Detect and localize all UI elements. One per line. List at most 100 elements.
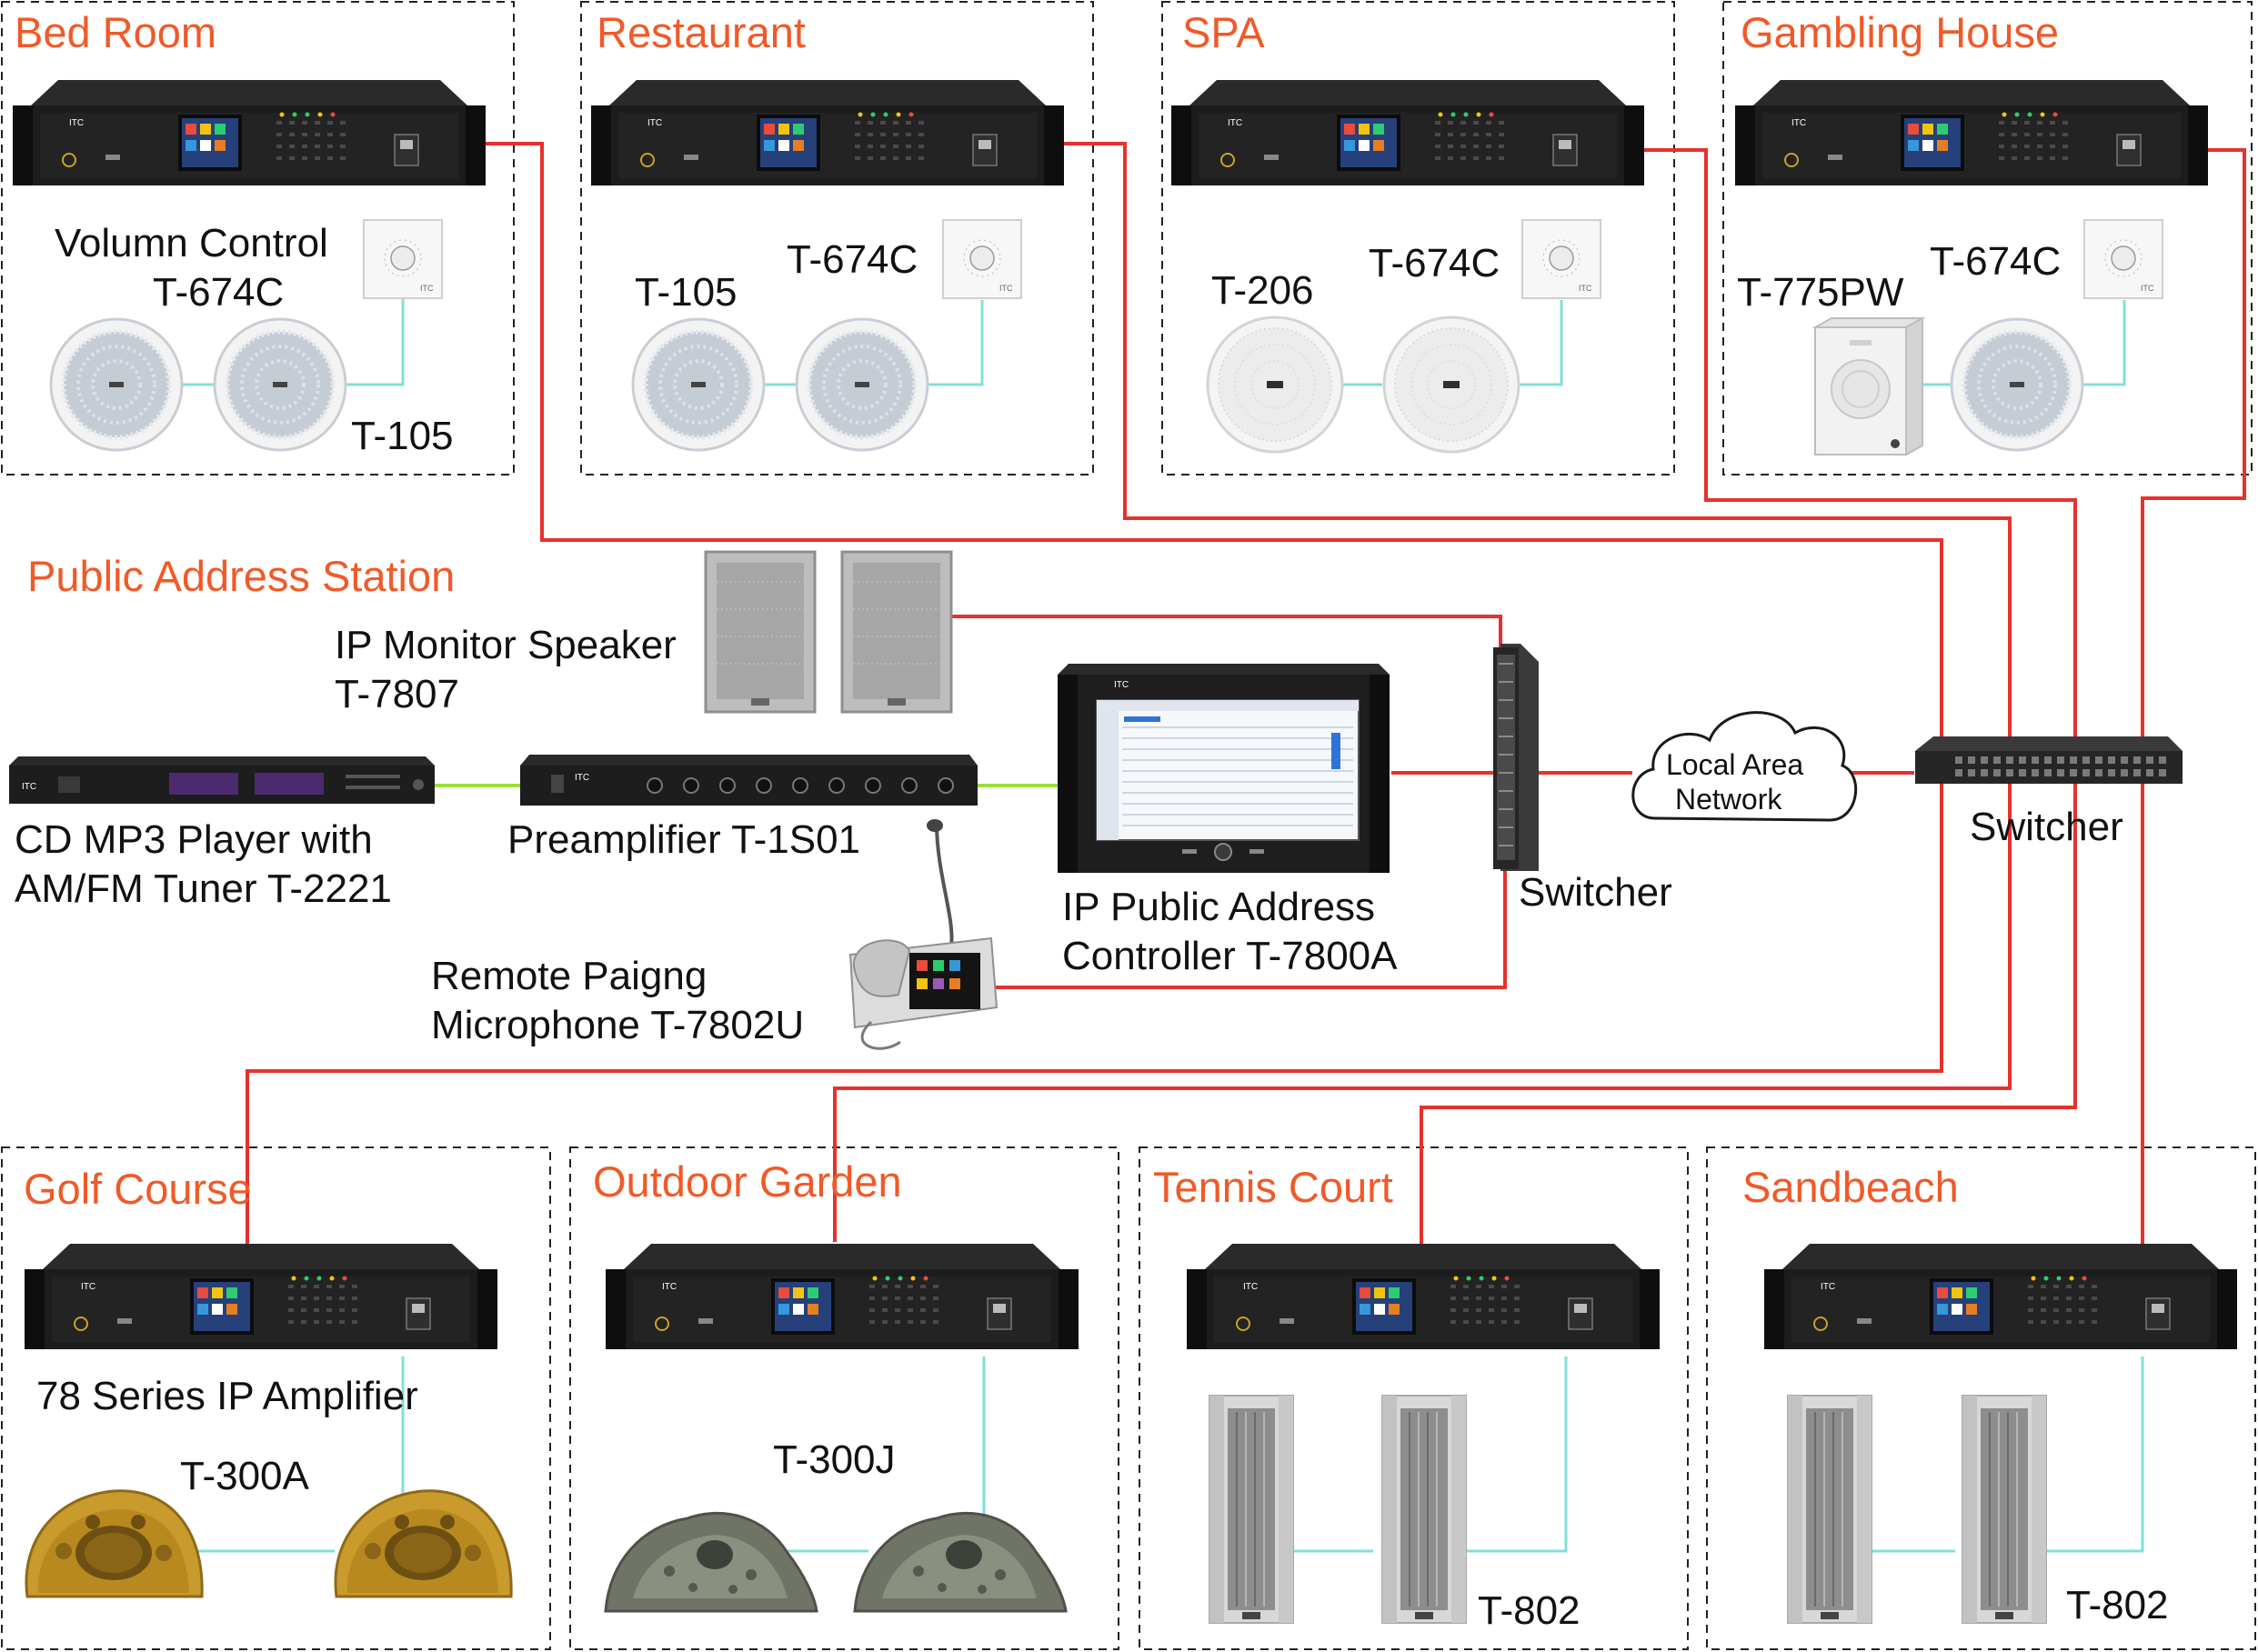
switcher-vertical [1493, 644, 1539, 871]
remote-paging-microphone [848, 819, 999, 1050]
ip-monitor-speaker-left [704, 550, 817, 714]
cable-microphone [995, 871, 1507, 989]
label-cd-tuner: AM/FM Tuner T-2221 [15, 866, 392, 911]
rock-speaker-golf-2 [334, 1489, 513, 1598]
cable-outdoor-garden [833, 773, 2012, 1242]
wire-restaurant [924, 300, 984, 386]
rock-speaker-golf-1 [25, 1489, 204, 1598]
rock-speaker-garden-1 [604, 1511, 818, 1613]
label-spa-volume-model: T-674C [1369, 241, 1500, 285]
cd-mp3-player: ITC [9, 756, 435, 804]
ceiling-speaker-bed-room-2 [215, 319, 346, 450]
ip-amplifier-sandbeach [1763, 1243, 2238, 1350]
volume-control-spa [1521, 219, 1601, 299]
label-gambling-speaker-model: T-775PW [1737, 270, 1904, 315]
volume-control-gambling-house [2083, 219, 2163, 299]
zone-box-golf-course [1, 1146, 551, 1650]
ip-amplifier-golf-course [24, 1243, 498, 1350]
wire-spa [1502, 300, 1563, 386]
ceiling-speaker-spa-1 [1206, 315, 1344, 454]
cable-spa [1644, 148, 2077, 764]
ceiling-speaker-spa-2 [1382, 315, 1520, 454]
cable-monitor-speaker [950, 615, 1502, 662]
label-golf-amplifier: 78 Series IP Amplifier [36, 1374, 418, 1418]
column-speaker-sandbeach-2 [1962, 1395, 2047, 1624]
zone-box-sandbeach [1706, 1146, 2256, 1650]
wire-bed-room [342, 291, 405, 386]
zone-title-spa: SPA [1182, 8, 1265, 56]
cable-bed-room [484, 142, 1943, 764]
ip-pa-controller: ITC [1058, 664, 1390, 873]
wire-gambling-house [2079, 300, 2126, 386]
label-preamplifier: Preamplifier T-1S01 [507, 817, 860, 862]
label-tennis-speaker-model: T-802 [1478, 1588, 1581, 1633]
zone-title-sandbeach: Sandbeach [1742, 1163, 1959, 1211]
zone-box-tennis-court [1139, 1146, 1689, 1650]
zone-box-gambling-house [1722, 1, 2253, 476]
wire-sandbeach [2046, 1357, 2144, 1553]
cable-gambling-house [2141, 148, 2246, 764]
preamplifier: ITC [520, 755, 978, 806]
ceiling-speaker-gambling-house [1952, 319, 2082, 450]
ip-amplifier-bed-room [12, 79, 487, 186]
label-controller-model: Controller T-7800A [1062, 934, 1398, 978]
zone-box-restaurant [580, 1, 1094, 476]
ip-amplifier-tennis-court [1186, 1243, 1661, 1350]
column-speaker-tennis-1 [1209, 1395, 1294, 1624]
svg-text:ITC: ITC [22, 782, 36, 792]
cable-tennis-court [1420, 773, 2077, 1247]
label-switcher-left: Switcher [1519, 870, 1672, 915]
ip-amplifier-restaurant [590, 79, 1065, 186]
label-restaurant-speaker-model: T-105 [635, 270, 738, 315]
ip-monitor-speaker-right [840, 550, 953, 714]
label-controller: IP Public Address [1062, 885, 1375, 929]
label-monitor-model: T-7807 [335, 672, 459, 716]
zone-box-spa [1161, 1, 1675, 476]
wall-speaker-gambling-house [1811, 316, 1926, 456]
label-golf-speaker-model: T-300A [180, 1454, 310, 1498]
network-cables [246, 142, 2246, 1249]
volume-control-restaurant [942, 219, 1022, 299]
column-speaker-sandbeach-1 [1787, 1395, 1872, 1624]
zone-box-outdoor-garden [569, 1146, 1119, 1650]
label-lan-1: Local Area [1666, 748, 1803, 781]
label-lan-2: Network [1675, 783, 1782, 816]
cable-restaurant [1064, 142, 2012, 764]
cable-golf-course [246, 773, 1943, 1247]
svg-text:ITC: ITC [1114, 680, 1129, 690]
zone-title-golf-course: Golf Course [24, 1165, 252, 1213]
wire-tennis-court [1466, 1357, 1568, 1553]
label-volume-control: Volumn Control [55, 221, 328, 265]
zone-title-gambling-house: Gambling House [1741, 8, 2059, 56]
svg-text:ITC: ITC [575, 773, 589, 783]
label-switcher-right: Switcher [1970, 805, 2123, 849]
ceiling-speaker-bed-room-1 [51, 319, 182, 450]
zone-box-bed-room [1, 1, 515, 476]
label-garden-speaker-model: T-300J [773, 1437, 896, 1482]
label-microphone-model: Microphone T-7802U [431, 1003, 804, 1047]
label-spa-speaker-model: T-206 [1211, 268, 1314, 313]
label-sandbeach-speaker-model: T-802 [2066, 1583, 2169, 1627]
ip-amplifier-gambling-house [1734, 79, 2209, 186]
ip-amplifier-outdoor-garden [605, 1243, 1079, 1350]
zone-title-restaurant: Restaurant [597, 8, 806, 56]
label-restaurant-volume-model: T-674C [787, 237, 918, 282]
rock-speaker-garden-2 [853, 1511, 1068, 1613]
lan-cloud [1631, 711, 1858, 822]
switcher-horizontal [1915, 736, 2183, 784]
label-gambling-volume-model: T-674C [1930, 239, 2061, 284]
label-bed-room-speaker-model: T-105 [351, 414, 454, 458]
zone-title-bed-room: Bed Room [15, 8, 216, 56]
label-microphone: Remote Paigng [431, 954, 707, 998]
ip-amplifier-spa [1170, 79, 1645, 186]
ceiling-speaker-restaurant-1 [633, 319, 764, 450]
zone-title-tennis-court: Tennis Court [1153, 1163, 1393, 1211]
label-monitor-speaker: IP Monitor Speaker [335, 623, 677, 667]
volume-control-bed-room [363, 219, 443, 299]
column-speaker-tennis-2 [1381, 1395, 1467, 1624]
ceiling-speaker-restaurant-2 [797, 319, 928, 450]
zone-title-outdoor-garden: Outdoor Garden [593, 1157, 902, 1206]
label-bed-room-volume-model: T-674C [153, 270, 284, 315]
label-cd-player: CD MP3 Player with [15, 817, 373, 862]
